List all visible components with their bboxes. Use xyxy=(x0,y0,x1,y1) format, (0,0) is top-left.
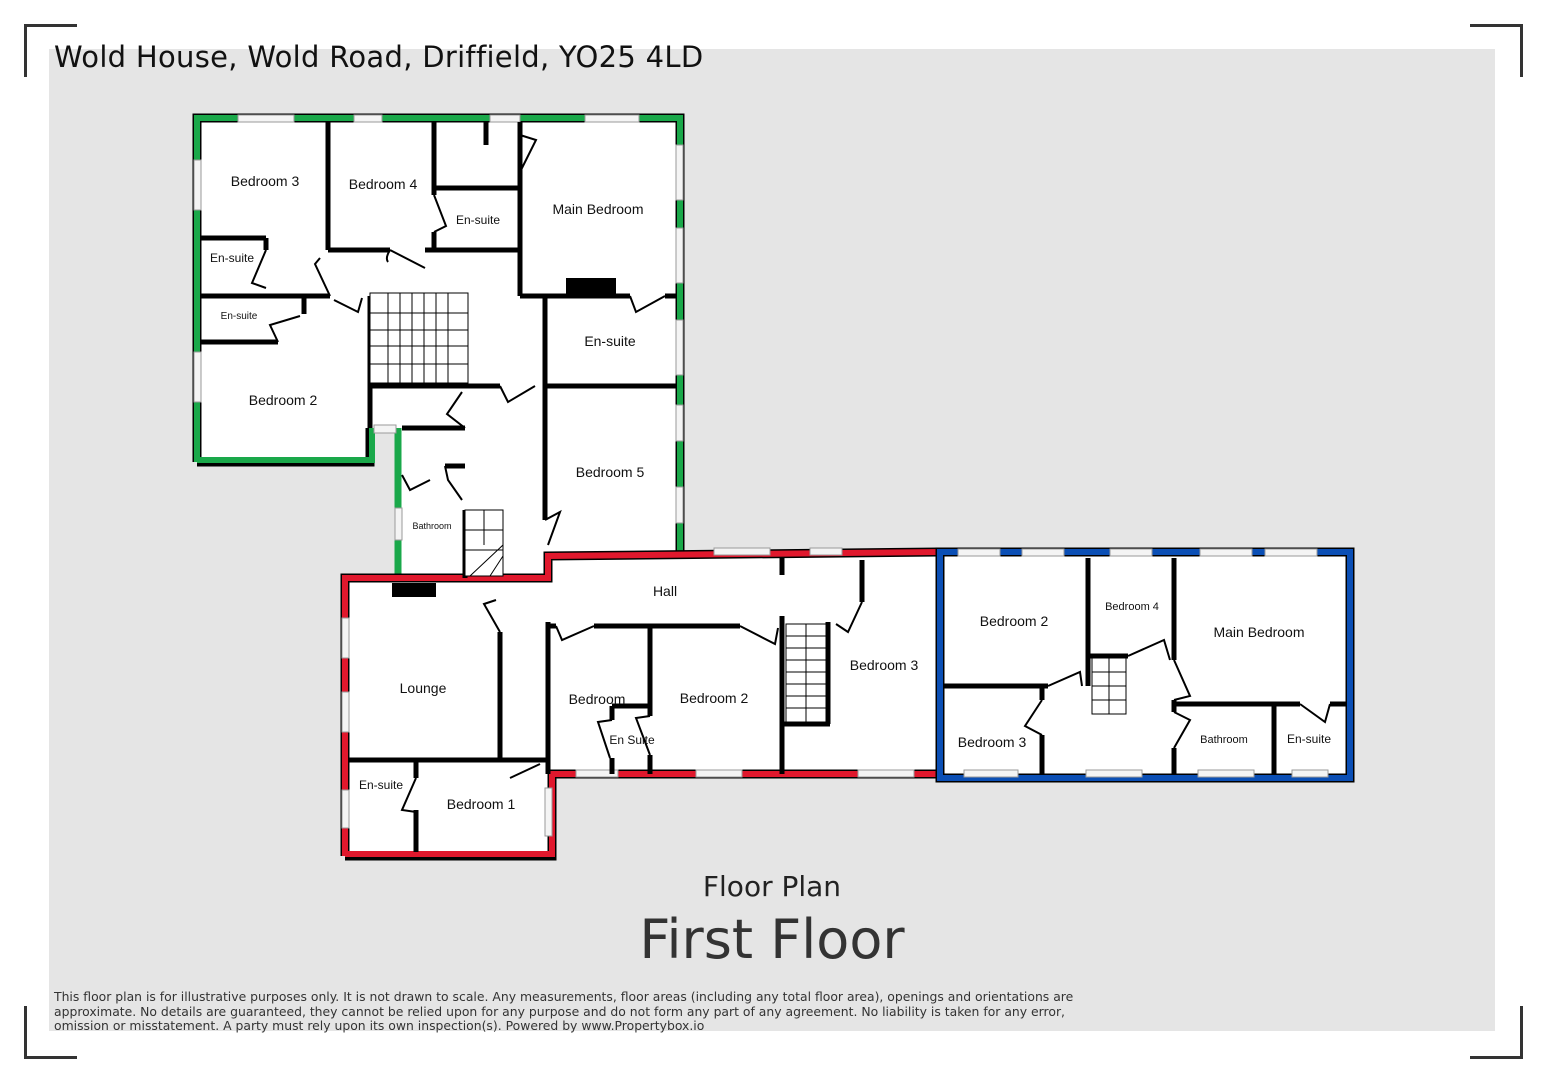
staircases xyxy=(369,292,1127,723)
label-middle-en-suite: En Suite xyxy=(609,733,655,747)
label-east-bedroom-4: Bedroom 4 xyxy=(1105,601,1159,613)
property-address: Wold House, Wold Road, Driffield, YO25 4… xyxy=(54,40,704,74)
label-north-main-bedroom: Main Bedroom xyxy=(552,201,643,217)
label-east-bedroom-3: Bedroom 3 xyxy=(958,734,1027,750)
crop-mark-top-right xyxy=(1470,24,1523,77)
room-floors xyxy=(197,118,1350,856)
label-east-bedroom-2: Bedroom 2 xyxy=(980,613,1049,629)
label-north-ensuite-d: En-suite xyxy=(221,311,258,322)
label-east-bathroom: Bathroom xyxy=(1200,734,1248,746)
east-wing-outline xyxy=(935,547,1355,783)
label-north-bathroom: Bathroom xyxy=(412,521,451,531)
label-north-bedroom-3: Bedroom 3 xyxy=(231,173,300,189)
label-east-main-bedroom: Main Bedroom xyxy=(1213,624,1304,640)
label-north-bedroom-4: Bedroom 4 xyxy=(349,176,418,192)
label-middle-bedroom-3: Bedroom 3 xyxy=(850,657,919,673)
label-north-ensuite-a: En-suite xyxy=(456,213,500,227)
room-labels: Bedroom 3 Bedroom 4 En-suite Main Bedroo… xyxy=(210,173,1331,812)
label-middle-bedroom-1: Bedroom 1 xyxy=(447,796,516,812)
crop-mark-bottom-left xyxy=(24,1006,77,1059)
door-swings xyxy=(250,134,1331,813)
label-middle-bedroom-2: Bedroom 2 xyxy=(680,690,749,706)
middle-wing-outline xyxy=(340,547,941,861)
crop-mark-bottom-right xyxy=(1470,1006,1523,1059)
label-north-bedroom-2: Bedroom 2 xyxy=(249,392,318,408)
label-middle-lounge: Lounge xyxy=(400,680,447,696)
floor-plan-subtitle: Floor Plan xyxy=(702,870,842,903)
crop-mark-top-left xyxy=(24,24,77,77)
disclaimer-text: This floor plan is for illustrative purp… xyxy=(54,989,1074,1034)
label-north-ensuite-c: En-suite xyxy=(210,251,254,265)
label-middle-hall: Hall xyxy=(653,583,677,599)
label-middle-ensuite-b: En-suite xyxy=(359,778,403,792)
chimney-breasts xyxy=(392,278,616,597)
label-middle-bedroom: Bedroom xyxy=(569,691,626,707)
floor-title: First Floor xyxy=(639,908,905,971)
north-wing-outline xyxy=(192,113,685,578)
label-north-bedroom-5: Bedroom 5 xyxy=(576,464,645,480)
label-east-ensuite: En-suite xyxy=(1287,732,1331,746)
label-north-ensuite-b: En-suite xyxy=(584,333,636,349)
